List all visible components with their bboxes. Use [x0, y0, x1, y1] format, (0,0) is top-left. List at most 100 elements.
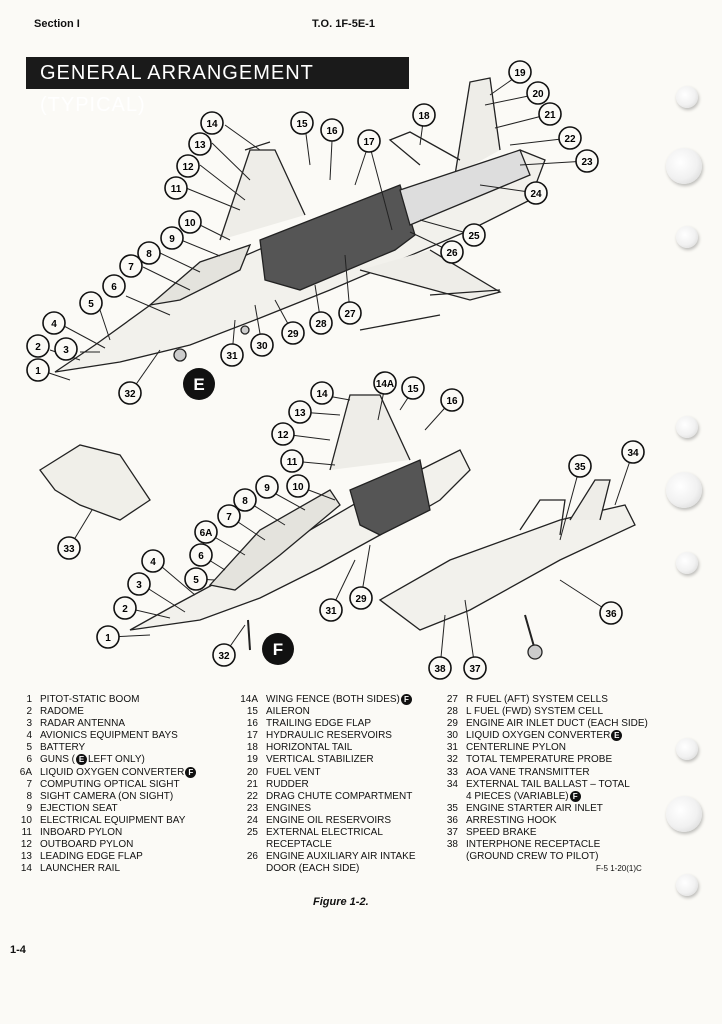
svg-text:2: 2: [122, 604, 128, 615]
callout-8: 8: [233, 488, 257, 512]
callout-1: 1: [96, 625, 120, 649]
legend-item-text: (GROUND CREW TO PILOT): [466, 851, 599, 863]
legend-item-number: [230, 863, 266, 875]
legend-item-text: DOOR (EACH SIDE): [266, 863, 360, 875]
binder-hole: [676, 416, 698, 438]
callout-2: 2: [26, 334, 50, 358]
callout-11: 11: [280, 449, 304, 473]
legend-item-number: 26: [246, 851, 258, 863]
callout-3: 3: [54, 337, 78, 361]
callout-35: 35: [568, 454, 592, 478]
svg-text:13: 13: [294, 408, 306, 419]
legend-item: DOOR (EACH SIDE): [230, 863, 416, 875]
svg-text:15: 15: [296, 119, 308, 130]
binder-hole: [666, 796, 702, 832]
cockpit-canopy-e: [147, 243, 252, 307]
cockpit-canopy-f: [208, 489, 341, 591]
callout-31: 31: [220, 343, 244, 367]
legend-item-text: TOTAL TEMPERATURE PROBE: [466, 754, 613, 766]
svg-text:36: 36: [605, 609, 617, 620]
view-label-e: E: [193, 375, 204, 394]
legend-item-text: ARRESTING HOOK: [466, 814, 557, 826]
legend-item-text: LAUNCHER RAIL: [40, 863, 121, 875]
svg-text:6: 6: [198, 551, 204, 562]
callout-18: 18: [412, 103, 436, 127]
svg-text:26: 26: [446, 248, 458, 259]
callout-23: 23: [575, 149, 599, 173]
legend-item-number: [430, 851, 466, 863]
left-wing-e: [219, 149, 306, 241]
callout-15: 15: [401, 376, 425, 400]
callout-7: 7: [217, 504, 241, 528]
callout-26: 26: [440, 240, 464, 264]
section-label: Section I: [34, 18, 80, 30]
horizontal-tail-e: [388, 131, 461, 166]
legend-item-number: 36: [446, 814, 458, 826]
callout-11: 11: [164, 176, 188, 200]
svg-text:11: 11: [171, 184, 182, 195]
figure-id: F-5 1-20(1)C: [596, 864, 642, 873]
legend-item-text: SPEED BRAKE: [466, 827, 537, 839]
svg-text:2: 2: [35, 342, 41, 353]
svg-text:17: 17: [363, 137, 375, 148]
rear-fuselage-f: [378, 504, 636, 631]
svg-text:12: 12: [277, 430, 289, 441]
svg-text:34: 34: [627, 448, 639, 459]
legend-item-text: INTERPHONE RECEPTACLE: [466, 839, 601, 851]
callout-14a: 14A: [373, 371, 397, 395]
callout-1: 1: [26, 358, 50, 382]
svg-text:5: 5: [88, 299, 94, 310]
legend-item-text: LIQUID OXYGEN CONVERTER: [40, 766, 185, 778]
stabilizer-f: [519, 499, 566, 536]
svg-text:18: 18: [418, 111, 430, 122]
callout-24: 24: [524, 181, 548, 205]
legend-item-text: LIQUID OXYGEN CONVERTER: [466, 730, 611, 742]
svg-text:19: 19: [514, 68, 526, 79]
figure-caption: Figure 1-2.: [313, 896, 369, 908]
callout-20: 20: [526, 81, 550, 105]
legend-item-number: 4: [26, 730, 32, 742]
legend-item-number: 32: [446, 754, 458, 766]
legend-item-text: ENGINE STARTER AIR INLET: [466, 802, 603, 814]
svg-text:37: 37: [469, 664, 481, 675]
legend-item-text: PITOT-STATIC BOOM: [40, 694, 140, 705]
legend-item-number: 11: [21, 827, 32, 839]
legend-item: RECEPTACLE: [230, 839, 416, 851]
nose-gear-f: [247, 619, 251, 651]
legend-item-number: 3: [26, 718, 32, 730]
callouts-view-e: 1 2 3 4 5 6 7 8 9 10 11 12 13 14 15 16 1…: [26, 60, 599, 405]
legend-item-text: BATTERY: [40, 742, 86, 754]
legend-item-number: 20: [246, 766, 258, 778]
aircraft-view-e: [54, 77, 546, 373]
callout-16: 16: [440, 388, 464, 412]
svg-text:16: 16: [326, 126, 338, 137]
callout-21: 21: [538, 102, 562, 126]
view-marker-f: F: [262, 633, 294, 665]
legend-item-number: 23: [246, 802, 258, 814]
svg-text:21: 21: [544, 110, 556, 121]
binder-hole: [666, 472, 702, 508]
callout-8: 8: [137, 241, 161, 265]
legend-item-number: 14A: [240, 694, 258, 705]
legend-item-text: 4 PIECES (VARIABLE): [466, 790, 569, 802]
view-label-f: F: [273, 640, 283, 659]
version-badge-icon: F: [400, 694, 412, 705]
svg-text:5: 5: [193, 575, 199, 586]
svg-text:30: 30: [256, 341, 268, 352]
legend-item-text: GUNS (: [40, 754, 75, 766]
binder-hole: [676, 738, 698, 760]
callout-3: 3: [127, 572, 151, 596]
callout-15: 15: [290, 111, 314, 135]
view-marker-e: E: [183, 368, 215, 400]
